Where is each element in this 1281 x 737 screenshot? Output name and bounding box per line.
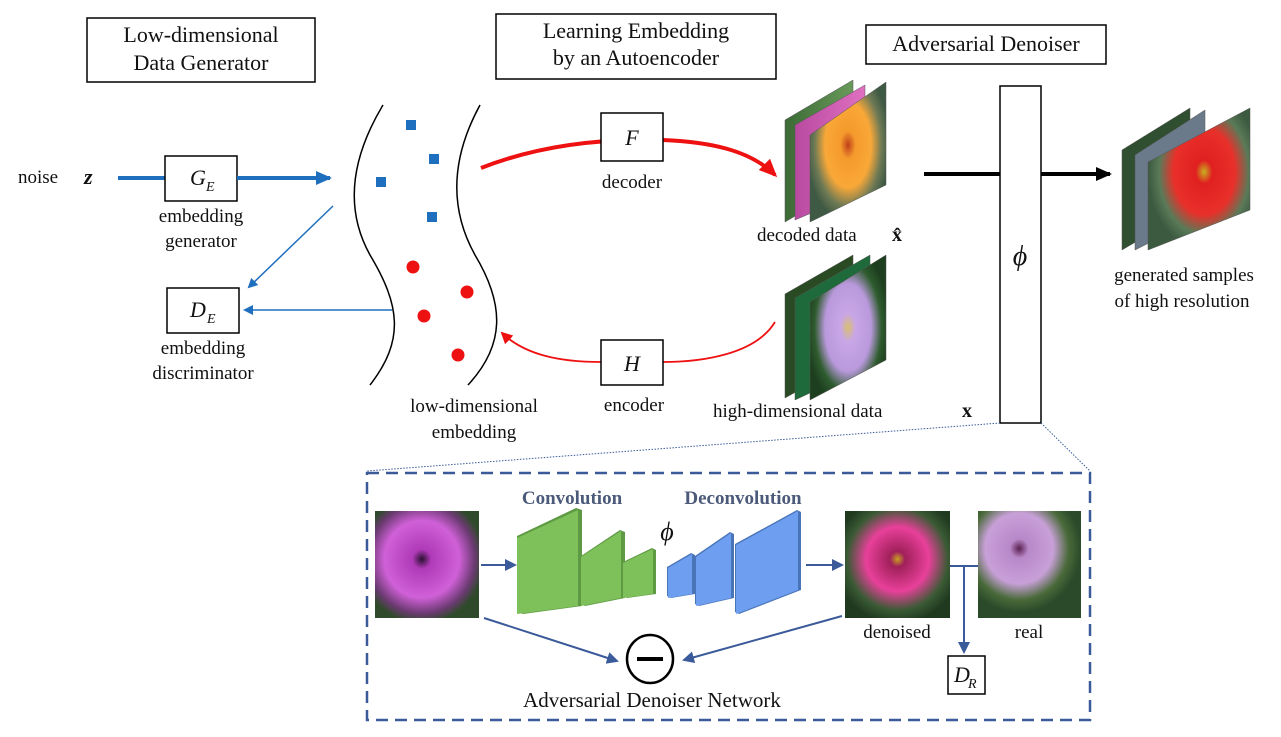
noise-label: noise — [18, 167, 58, 188]
z-symbol: z — [83, 164, 93, 189]
embedding-points — [376, 120, 474, 362]
section-title-line2: Data Generator — [134, 50, 270, 75]
deconv-layers — [667, 510, 801, 614]
encoder-arc-in — [662, 321, 776, 363]
conv-layer-2 — [581, 531, 621, 606]
denoised-label: denoised — [863, 622, 931, 643]
input-to-minus-arrow — [483, 617, 619, 664]
decoder-symbol: F — [624, 125, 639, 150]
deconv-label: Deconvolution — [684, 488, 802, 509]
subtraction-node — [625, 633, 675, 685]
zoom-line-left — [366, 422, 1001, 472]
section-low-dim-generator: Low-dimensional Data Generator — [86, 17, 316, 83]
conv-layer-1 — [517, 510, 578, 614]
de-subscript: E — [206, 312, 216, 327]
ge-caption-line1: embedding — [159, 206, 244, 227]
embedding-caption-line2: embedding — [432, 422, 517, 443]
embedding-square-point — [429, 154, 439, 164]
embedding-circle-point — [417, 309, 431, 323]
ge-subscript: E — [205, 180, 215, 195]
high-dim-caption: high-dimensional data — [713, 401, 883, 422]
conv-label: Convolution — [522, 488, 623, 509]
embedding-caption-line1: low-dimensional — [410, 396, 538, 417]
decoded-image-stack — [784, 79, 887, 223]
ge-symbol: G — [190, 165, 206, 190]
embedding-manifold — [353, 104, 498, 386]
conv-layer-3 — [623, 549, 653, 598]
manifold-left-curve — [353, 104, 396, 386]
real-image-front — [809, 254, 887, 401]
encoder-box: H — [600, 339, 664, 386]
output-image-stack — [1121, 107, 1251, 251]
dr-subscript: R — [967, 677, 977, 692]
decoder-arc-out — [662, 138, 778, 178]
section-adversarial-denoiser: Adversarial Denoiser — [865, 24, 1107, 65]
embedding-square-point — [376, 177, 386, 187]
embedding-circle-point — [406, 260, 420, 274]
de-caption-line1: embedding — [161, 338, 246, 359]
section-title: Adversarial Denoiser — [892, 31, 1080, 56]
real-discriminator-box: D R — [947, 655, 986, 695]
section-title-line1: Low-dimensional — [123, 22, 278, 47]
output-caption-line2: of high resolution — [1114, 291, 1250, 312]
manifold-right-curve — [456, 104, 498, 386]
embedding-discriminator-box: D E — [166, 287, 240, 334]
output-image-front — [1147, 107, 1251, 251]
high-dim-image-stack — [784, 254, 887, 401]
noisy-input-image — [375, 511, 479, 618]
deconv-layer-3 — [736, 511, 798, 614]
real-label: real — [1015, 622, 1043, 643]
de-caption-line2: discriminator — [152, 363, 254, 384]
ge-caption-line2: generator — [165, 231, 237, 252]
decoded-caption: decoded data — [757, 225, 857, 246]
deconv-layer-1 — [668, 554, 692, 598]
decoder-label: decoder — [602, 172, 663, 193]
embedding-square-point — [427, 212, 437, 222]
embedding-generator-box: G E — [164, 155, 238, 202]
embedding-circle-point — [451, 348, 465, 362]
section-learning-embedding: Learning Embedding by an Autoencoder — [495, 13, 777, 80]
zoom-line-right — [1040, 422, 1091, 472]
output-caption-line1: generated samples — [1114, 265, 1254, 286]
network-caption: Adversarial Denoiser Network — [523, 688, 781, 712]
section-title-line1: Learning Embedding — [543, 18, 729, 43]
decoder-box: F — [600, 112, 664, 162]
network-phi-symbol: ϕ — [660, 517, 673, 546]
decoded-image-front — [809, 81, 887, 223]
encoder-label: encoder — [604, 395, 665, 416]
encoder-arc-out — [500, 331, 602, 363]
encoder-symbol: H — [623, 351, 641, 376]
deconv-layer-2 — [696, 533, 731, 606]
embedding-circle-point — [460, 285, 474, 299]
generated-to-de-arrow — [247, 205, 334, 289]
decoded-symbol: x̂ — [892, 224, 902, 246]
embedding-square-point — [406, 120, 416, 130]
phi-symbol: ϕ — [1013, 241, 1028, 272]
denoised-image — [845, 511, 950, 618]
section-title-line2: by an Autoencoder — [553, 45, 720, 70]
high-dim-symbol: x — [962, 400, 972, 422]
conv-layers — [517, 508, 656, 614]
network-detail-box — [365, 471, 1092, 722]
dr-symbol: D — [953, 662, 970, 687]
denoised-to-minus-arrow — [682, 615, 843, 664]
de-symbol: D — [189, 297, 206, 322]
real-image — [978, 511, 1081, 618]
phi-block: ϕ — [999, 85, 1042, 424]
